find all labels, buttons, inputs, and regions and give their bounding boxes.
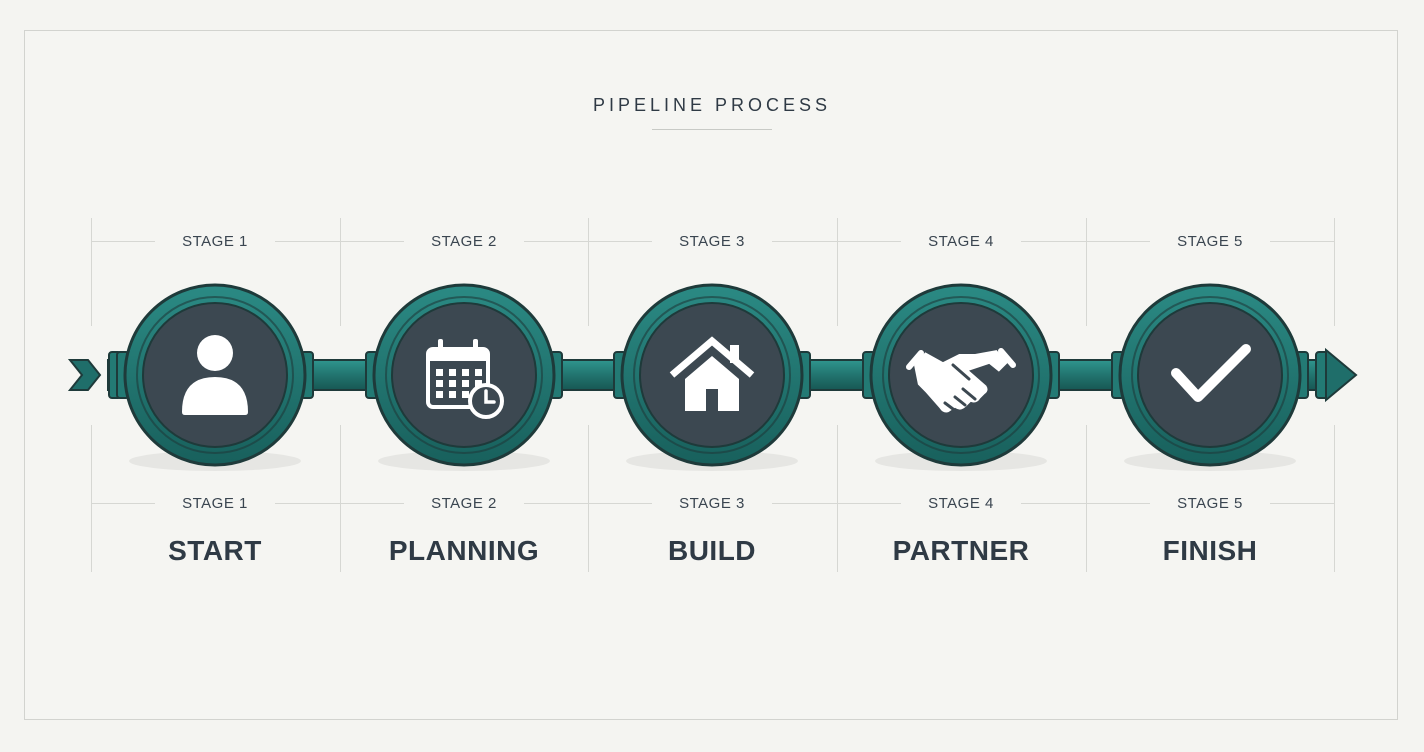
house-icon <box>669 336 755 411</box>
grid-line-vertical <box>837 425 838 572</box>
stage-top-label: STAGE 2 <box>431 233 497 250</box>
end-arrow-icon <box>1325 347 1358 403</box>
stage-bottom-label: STAGE 2 <box>431 495 497 512</box>
grid-line-horizontal <box>837 241 901 242</box>
grid-line-horizontal <box>772 241 837 242</box>
grid-line-vertical <box>588 425 589 572</box>
grid-line-horizontal <box>1270 241 1334 242</box>
grid-line-vertical <box>1334 218 1335 326</box>
grid-line-vertical <box>837 218 838 326</box>
grid-line-horizontal <box>588 503 652 504</box>
stage-node-5 <box>1118 283 1302 471</box>
stage-name: PLANNING <box>388 535 540 566</box>
checkmark-icon <box>1171 344 1251 402</box>
handshake-icon <box>906 347 1016 415</box>
start-chevron-icon <box>67 359 102 391</box>
grid-line-horizontal <box>1021 503 1086 504</box>
grid-line-horizontal <box>340 503 404 504</box>
grid-line-horizontal <box>1021 241 1086 242</box>
grid-line-horizontal <box>275 241 340 242</box>
stage-bottom-label: STAGE 4 <box>928 495 994 512</box>
grid-line-vertical <box>91 425 92 572</box>
grid-line-vertical <box>1334 425 1335 572</box>
stage-name: PARTNER <box>892 535 1030 566</box>
stage-node-2 <box>372 283 556 471</box>
calendar-clock-icon <box>426 339 504 419</box>
stage-top-label: STAGE 4 <box>928 233 994 250</box>
grid-line-horizontal <box>91 503 155 504</box>
grid-line-vertical <box>91 218 92 326</box>
user-icon <box>182 335 248 415</box>
grid-line-vertical <box>1086 218 1087 326</box>
grid-line-vertical <box>340 425 341 572</box>
grid-line-horizontal <box>1270 503 1334 504</box>
stage-node-1 <box>123 283 307 471</box>
stage-top-label: STAGE 1 <box>182 233 248 250</box>
grid-line-horizontal <box>524 241 588 242</box>
stage-bottom-label: STAGE 1 <box>182 495 248 512</box>
grid-line-horizontal <box>837 503 901 504</box>
stage-bottom-label: STAGE 5 <box>1177 495 1243 512</box>
grid-line-horizontal <box>1086 241 1150 242</box>
grid-line-vertical <box>588 218 589 326</box>
stage-name: START <box>168 535 262 566</box>
grid-line-horizontal <box>588 241 652 242</box>
stage-name: FINISH <box>1162 535 1258 566</box>
grid-line-horizontal <box>1086 503 1150 504</box>
grid-line-vertical <box>340 218 341 326</box>
grid-line-horizontal <box>524 503 588 504</box>
grid-line-horizontal <box>340 241 404 242</box>
diagram-title: PIPELINE PROCESS <box>592 95 832 115</box>
stage-bottom-label: STAGE 3 <box>679 495 745 512</box>
grid-line-horizontal <box>772 503 837 504</box>
stage-top-label: STAGE 3 <box>679 233 745 250</box>
grid-line-horizontal <box>91 241 155 242</box>
grid-line-horizontal <box>275 503 340 504</box>
grid-line-vertical <box>1086 425 1087 572</box>
stage-node-3 <box>620 283 804 471</box>
stage-name: BUILD <box>667 535 757 566</box>
stage-node-4 <box>869 283 1053 471</box>
stage-top-label: STAGE 5 <box>1177 233 1243 250</box>
title-underline <box>652 129 772 130</box>
